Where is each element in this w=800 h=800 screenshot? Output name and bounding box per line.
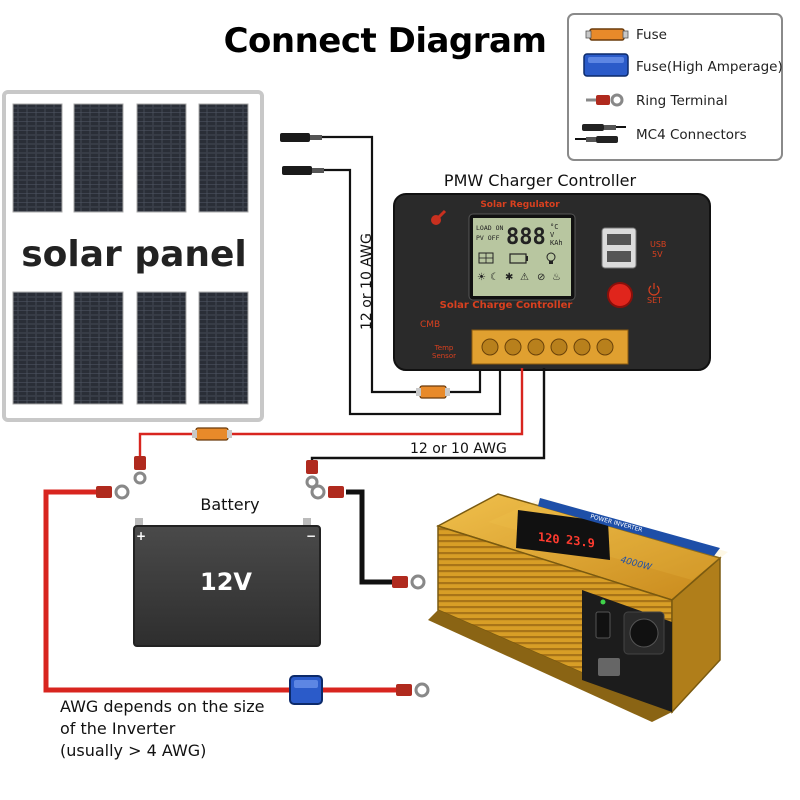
battery-wire-awg-label: 12 or 10 AWG bbox=[410, 441, 507, 457]
awg-note: AWG depends on the size of the Inverter … bbox=[60, 697, 264, 760]
legend-label-high-amperage-fuse: Fuse(High Amperage) bbox=[636, 59, 783, 75]
inverter: 120 23.9 POWER INVERTER 4000W bbox=[428, 493, 728, 722]
inverter-display-2: 23.9 bbox=[566, 533, 595, 551]
inverter-usb-ports bbox=[598, 658, 620, 676]
temp-sensor-line2: Sensor bbox=[432, 352, 456, 360]
solar-panel-cells-bottom bbox=[12, 291, 249, 405]
inverter-display: 120 23.9 bbox=[516, 510, 610, 560]
battery-minus: − bbox=[306, 529, 316, 543]
legend-label-fuse: Fuse bbox=[636, 27, 667, 43]
charge-controller: Solar Regulator LOAD ON PV OFF 888 °C V … bbox=[393, 193, 711, 371]
inverter-ac-socket bbox=[623, 611, 665, 655]
panel-wire-awg-label: 12 or 10 AWG bbox=[359, 233, 375, 330]
lcd-load-label: LOAD ON bbox=[476, 224, 503, 232]
legend-label-mc4-connectors: MC4 Connectors bbox=[636, 127, 747, 143]
lcd-unit-volts: V bbox=[550, 231, 555, 239]
usb-ports bbox=[601, 227, 637, 269]
ring-terminal-inverter-positive bbox=[396, 682, 430, 698]
ring-terminal-icon bbox=[586, 93, 624, 107]
lcd-battery-icon bbox=[509, 253, 528, 264]
controller-lcd: LOAD ON PV OFF 888 °C V KAh ☀ ☾ ✱ bbox=[468, 213, 576, 301]
ring-terminal-controller-negative bbox=[305, 460, 319, 489]
legend-label-ring-terminal: Ring Terminal bbox=[636, 93, 728, 109]
inverter-display-1: 120 bbox=[538, 530, 560, 547]
ring-terminal-battery-positive bbox=[96, 484, 130, 500]
battery: + − 12V bbox=[133, 518, 321, 647]
lcd-status-icons: ☀ ☾ ✱ ⚠ ⊘ ♨ bbox=[477, 272, 561, 283]
svg-text:⚠: ⚠ bbox=[520, 272, 529, 283]
lcd-unit-celsius: °C bbox=[550, 223, 558, 231]
ring-terminal-inverter-negative bbox=[392, 574, 426, 590]
thermometer-icon bbox=[431, 209, 447, 225]
lcd-digits: 888 bbox=[506, 225, 546, 250]
inverter-wires bbox=[43, 489, 396, 693]
terminal-block bbox=[471, 329, 629, 365]
set-button[interactable] bbox=[607, 282, 633, 308]
lcd-bulb-icon bbox=[546, 252, 556, 264]
svg-text:☾: ☾ bbox=[490, 272, 499, 283]
ring-terminal-battery-negative bbox=[310, 484, 344, 500]
controller-brand: Solar Regulator bbox=[480, 200, 560, 210]
temp-sensor-line1: Temp bbox=[434, 344, 454, 352]
legend: Fuse Fuse(High Amperage) Ring Terminal M… bbox=[567, 13, 783, 161]
lcd-solar-icon bbox=[478, 252, 494, 264]
solar-panel: solar panel bbox=[2, 90, 264, 422]
svg-text:⊘: ⊘ bbox=[537, 272, 545, 283]
panel-wires bbox=[322, 135, 502, 416]
diagram-title: Connect Diagram bbox=[224, 21, 547, 61]
mc4-connectors-icon bbox=[575, 124, 626, 143]
awg-note-line1: AWG depends on the size bbox=[60, 697, 264, 716]
controller-cmb: CMB bbox=[420, 320, 440, 330]
battery-line-fuse bbox=[192, 427, 232, 441]
fuse-icon bbox=[585, 28, 629, 41]
svg-text:☀: ☀ bbox=[477, 272, 486, 283]
usb-label-line1: USB bbox=[650, 240, 666, 249]
high-amperage-fuse bbox=[289, 675, 323, 705]
battery-caption: Battery bbox=[200, 495, 259, 514]
panel-fuse bbox=[416, 385, 450, 399]
controller-caption: PMW Charger Controller bbox=[444, 171, 637, 190]
power-icon bbox=[648, 283, 660, 296]
panel-mc4-connectors bbox=[280, 133, 324, 175]
awg-note-line3: (usually > 4 AWG) bbox=[60, 741, 206, 760]
controller-model: Solar Charge Controller bbox=[440, 300, 573, 311]
high-amperage-fuse-icon bbox=[583, 53, 629, 77]
usb-label-line2: 5V bbox=[652, 250, 663, 259]
svg-text:✱: ✱ bbox=[505, 272, 513, 283]
lcd-unit-kah: KAh bbox=[550, 239, 563, 247]
svg-text:♨: ♨ bbox=[552, 272, 561, 283]
ring-terminal-controller-positive bbox=[133, 456, 147, 485]
set-label: SET bbox=[647, 296, 662, 305]
inverter-status-led bbox=[600, 599, 606, 605]
lcd-pv-label: PV OFF bbox=[476, 234, 500, 242]
battery-plus: + bbox=[136, 529, 146, 543]
awg-note-line2: of the Inverter bbox=[60, 719, 176, 738]
solar-panel-cells-top bbox=[12, 103, 249, 213]
inverter-power-switch[interactable] bbox=[595, 611, 611, 639]
battery-voltage: 12V bbox=[200, 568, 252, 596]
solar-panel-label: solar panel bbox=[21, 234, 247, 275]
